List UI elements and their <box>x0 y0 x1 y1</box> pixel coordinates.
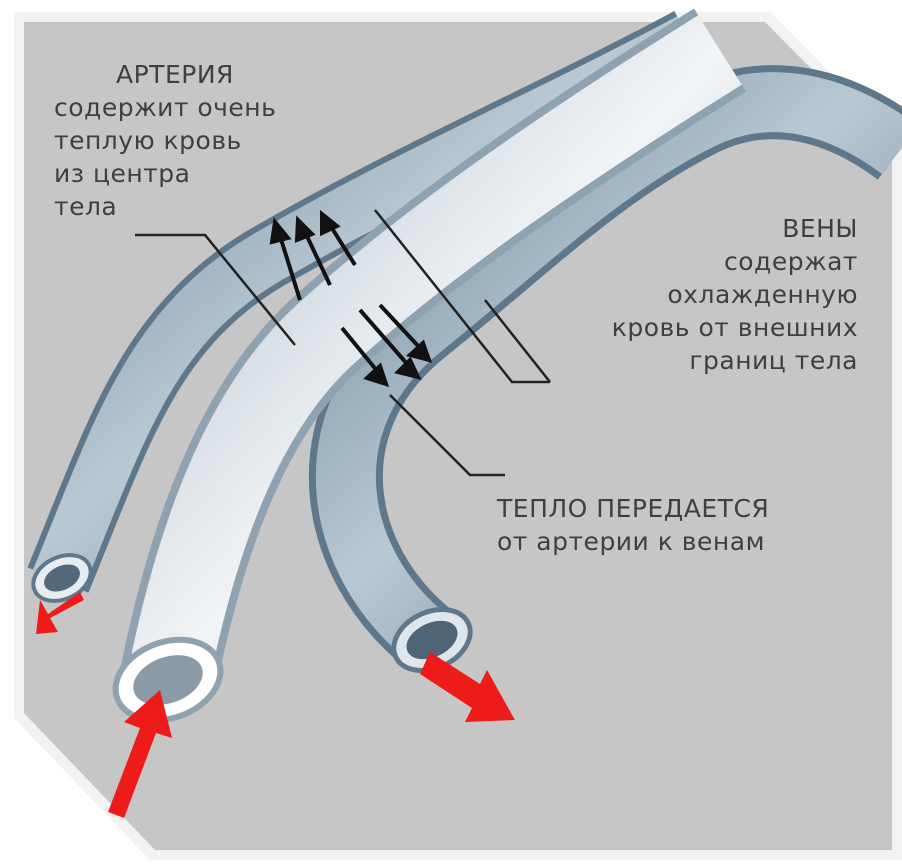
veins-title: ВЕНЫ <box>612 212 858 245</box>
veins-desc-line: границ тела <box>612 344 858 377</box>
veins-desc-line: охлажденную <box>612 278 858 311</box>
artery-label: АРТЕРИЯ содержит очень теплую кровь из ц… <box>54 58 276 223</box>
veins-label: ВЕНЫ содержат охлажденную кровь от внешн… <box>612 212 858 377</box>
artery-desc-line: тела <box>54 190 276 223</box>
veins-desc-line: кровь от внешних <box>612 311 858 344</box>
artery-desc-line: теплую кровь <box>54 124 276 157</box>
artery-desc-line: из центра <box>54 157 276 190</box>
veins-desc-line: содержат <box>612 245 858 278</box>
heat-transfer-label: ТЕПЛО ПЕРЕДАЕТСЯ от артерии к венам <box>497 492 769 558</box>
artery-desc-line: содержит очень <box>54 91 276 124</box>
artery-title: АРТЕРИЯ <box>54 58 276 91</box>
heat-desc-line: от артерии к венам <box>497 525 769 558</box>
heat-title: ТЕПЛО ПЕРЕДАЕТСЯ <box>497 492 769 525</box>
